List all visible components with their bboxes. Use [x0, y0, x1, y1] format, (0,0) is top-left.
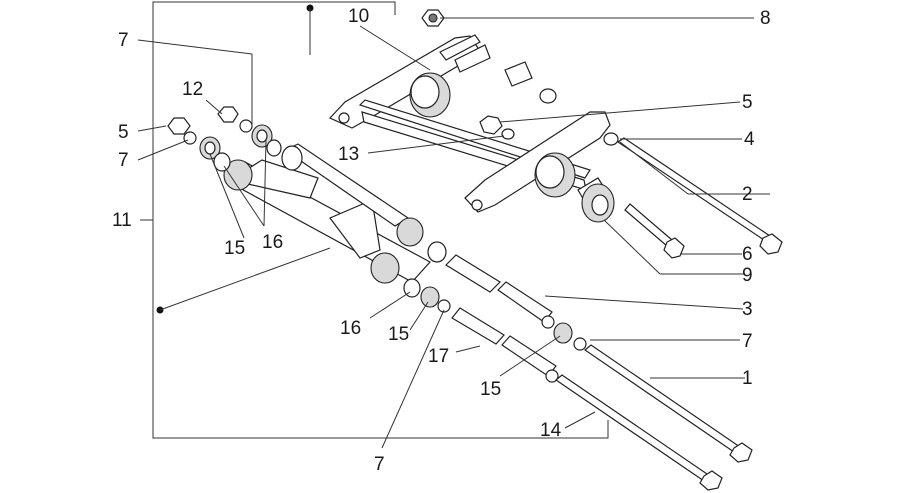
callout-12: 12 [182, 79, 203, 100]
callout-2: 2 [742, 184, 753, 205]
callout-16-upper: 16 [262, 232, 283, 253]
part-6-bolt [624, 203, 685, 259]
callout-7-top-left: 7 [118, 30, 129, 51]
callout-7-left: 7 [118, 150, 129, 171]
callout-15-upper: 15 [224, 238, 245, 259]
reference-dot-left-line [159, 247, 331, 311]
callout-14: 14 [540, 420, 562, 441]
part-2-bolt [616, 137, 783, 255]
part-9-bushing [577, 177, 615, 223]
callout-9: 9 [742, 265, 753, 286]
callout-5-right: 5 [742, 92, 753, 113]
callout-7-bottom: 7 [374, 454, 385, 475]
leader-lines [137, 17, 770, 449]
callout-15-bottom: 15 [480, 379, 501, 400]
callout-5-left: 5 [118, 122, 129, 143]
part-1-bolt [584, 344, 753, 463]
frame-bushings [479, 61, 619, 146]
callout-6: 6 [742, 244, 753, 265]
callout-4: 4 [744, 129, 755, 150]
callout-17: 17 [428, 346, 449, 367]
callout-10: 10 [348, 6, 369, 27]
callout-7-right: 7 [742, 331, 753, 352]
left-fasteners [167, 106, 282, 172]
callout-13: 13 [338, 144, 359, 165]
callout-3: 3 [742, 299, 753, 320]
callout-1: 1 [742, 368, 753, 389]
lower-swing-arm [223, 143, 431, 284]
callout-15-lower: 15 [388, 324, 409, 345]
lower-fasteners [403, 241, 587, 351]
spacer-tubes [445, 254, 559, 383]
assembly-11-bracket [152, 1, 609, 439]
callout-11: 11 [112, 210, 132, 231]
callout-8: 8 [760, 8, 771, 29]
part-14-bolt [555, 374, 723, 491]
swing-arm-frame [328, 34, 611, 213]
callout-16-lower: 16 [340, 318, 361, 339]
